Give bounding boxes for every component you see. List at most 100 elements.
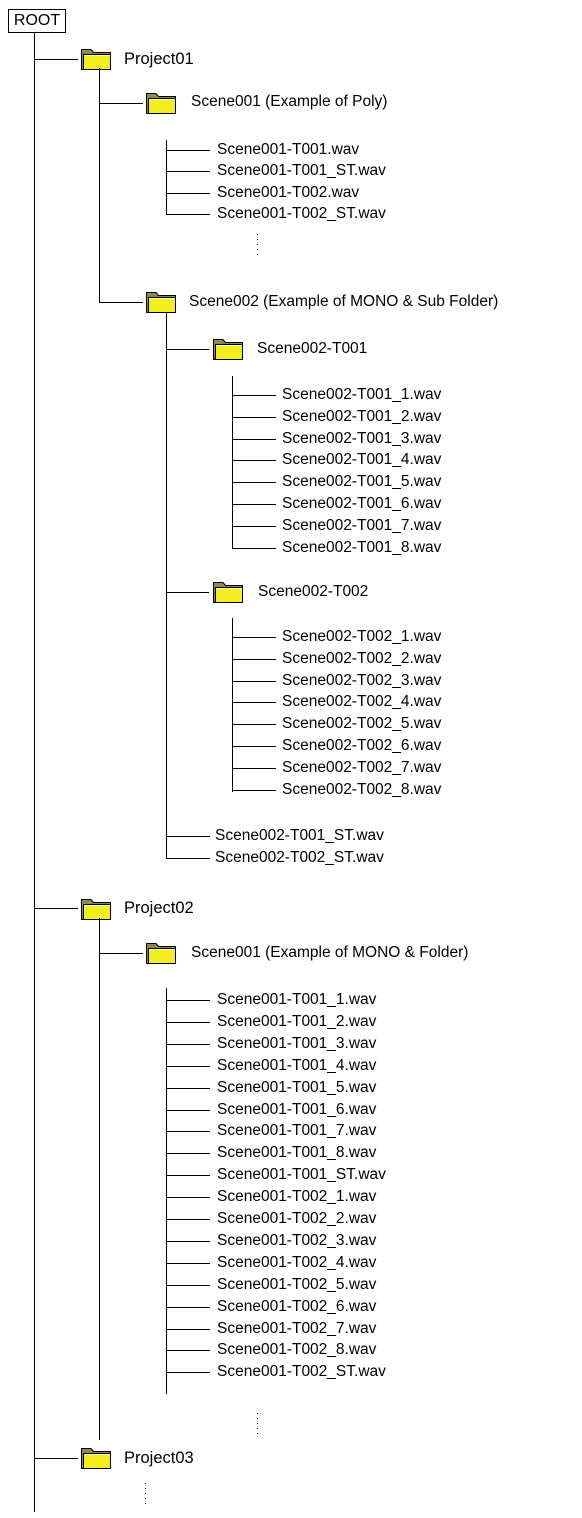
file-item: Scene001-T002_8.wav xyxy=(217,1341,377,1359)
tree-connector-horizontal xyxy=(166,1175,210,1177)
continuation-dots xyxy=(256,1413,259,1438)
tree-connector-horizontal xyxy=(232,504,276,505)
tree-connector-horizontal xyxy=(166,171,210,173)
file-item: Scene002-T002_7.wav xyxy=(282,758,442,776)
file-item: Scene001-T002.wav xyxy=(217,183,360,201)
tree-connector-horizontal xyxy=(166,1131,210,1133)
tree-connector-horizontal xyxy=(99,302,143,303)
file-item: Scene001-T001_1.wav xyxy=(217,991,377,1008)
tree-connector-horizontal xyxy=(232,724,276,726)
tree-connector-horizontal xyxy=(166,1065,210,1067)
folder-label-project02: Project02 xyxy=(124,899,194,917)
file-item: Scene001-T001_ST.wav xyxy=(217,162,386,180)
file-item: Scene001-T001_8.wav xyxy=(217,1144,377,1162)
tree-connector-vertical xyxy=(99,918,100,1440)
file-item: Scene002-T002_4.wav xyxy=(282,693,442,711)
tree-connector-horizontal xyxy=(232,416,276,418)
tree-connector-horizontal xyxy=(232,680,276,682)
folder-label-scene002-t002: Scene002-T002 xyxy=(258,583,369,600)
continuation-dots xyxy=(256,234,259,259)
file-item: Scene002-T002_5.wav xyxy=(282,715,442,733)
tree-connector-horizontal xyxy=(166,1153,210,1155)
file-item: Scene002-T001_6.wav xyxy=(282,495,442,512)
tree-connector-horizontal xyxy=(166,1350,210,1352)
root-trunk-line xyxy=(34,33,35,1512)
file-item: Scene001-T001_7.wav xyxy=(217,1122,377,1140)
folder-label-scene002-t001: Scene002-T001 xyxy=(257,340,368,357)
file-item: Scene001-T002_3.wav xyxy=(217,1231,377,1249)
tree-connector-horizontal xyxy=(166,1109,210,1111)
tree-connector-horizontal xyxy=(232,658,276,660)
file-item: Scene001-T001_5.wav xyxy=(217,1078,377,1096)
file-item: Scene002-T001_8.wav xyxy=(282,538,442,556)
tree-connector-horizontal xyxy=(232,525,276,527)
tree-connector-horizontal xyxy=(166,1328,210,1330)
tree-connector-horizontal xyxy=(166,1000,210,1001)
tree-connector-vertical xyxy=(166,140,167,214)
tree-connector-horizontal xyxy=(232,637,276,638)
tree-connector-horizontal xyxy=(99,103,143,104)
tree-connector-horizontal xyxy=(232,395,276,396)
tree-connector-horizontal xyxy=(166,213,210,215)
file-item: Scene002-T002_8.wav xyxy=(282,780,442,798)
tree-connector-horizontal xyxy=(166,1262,210,1264)
tree-connector-horizontal xyxy=(166,1197,210,1199)
file-item: Scene001-T001_6.wav xyxy=(217,1100,377,1118)
tree-connector-vertical xyxy=(166,988,167,1394)
folder-icon xyxy=(146,292,176,313)
file-item: Scene002-T001_1.wav xyxy=(282,386,442,403)
folder-icon xyxy=(146,93,176,114)
file-item: Scene002-T001_4.wav xyxy=(282,451,442,469)
tree-connector-vertical xyxy=(166,312,167,858)
tree-connector-horizontal xyxy=(166,1240,210,1242)
file-item: Scene002-T002_ST.wav xyxy=(215,848,384,866)
folder-label-project01: Project01 xyxy=(124,50,194,68)
file-item: Scene001-T002_4.wav xyxy=(217,1253,377,1271)
tree-connector-horizontal xyxy=(166,1219,210,1220)
file-item: Scene001-T002_2.wav xyxy=(217,1210,377,1227)
folder-label-project03: Project03 xyxy=(124,1449,194,1467)
file-item: Scene002-T002_2.wav xyxy=(282,649,442,667)
file-item: Scene002-T002_6.wav xyxy=(282,737,442,754)
file-item: Scene002-T001_2.wav xyxy=(282,407,442,425)
tree-connector-vertical xyxy=(232,618,233,792)
tree-connector-horizontal xyxy=(232,789,276,791)
tree-connector-horizontal xyxy=(99,953,143,954)
file-item: Scene001-T002_7.wav xyxy=(217,1319,377,1337)
file-item: Scene002-T001_5.wav xyxy=(282,473,442,491)
tree-connector-horizontal xyxy=(166,857,210,859)
tree-connector-horizontal xyxy=(232,547,276,549)
tree-connector-horizontal xyxy=(232,460,276,462)
folder-icon xyxy=(81,1448,111,1469)
file-item: Scene001-T001_4.wav xyxy=(217,1056,377,1074)
file-item: Scene001-T001_ST.wav xyxy=(217,1166,386,1184)
folder-label-scene001-poly: Scene001 (Example of Poly) xyxy=(191,93,388,110)
tree-connector-horizontal xyxy=(232,438,276,440)
tree-connector-horizontal xyxy=(166,192,210,194)
folder-icon xyxy=(146,943,176,964)
tree-connector-horizontal xyxy=(166,150,210,151)
tree-connector-vertical xyxy=(99,68,100,302)
file-item: Scene002-T001_7.wav xyxy=(282,516,442,534)
file-item: Scene002-T001_3.wav xyxy=(282,429,442,447)
tree-connector-horizontal xyxy=(166,1087,210,1089)
tree-connector-horizontal xyxy=(166,1372,210,1374)
continuation-dots xyxy=(144,1483,147,1508)
root-node: ROOT xyxy=(8,9,66,33)
folder-icon xyxy=(213,339,243,360)
file-item: Scene001-T002_5.wav xyxy=(217,1275,377,1293)
tree-connector-horizontal xyxy=(166,1306,210,1308)
tree-connector-horizontal xyxy=(34,908,78,909)
tree-connector-horizontal xyxy=(232,767,276,769)
file-item: Scene001-T002_ST.wav xyxy=(217,204,386,222)
tree-connector-horizontal xyxy=(166,836,210,837)
file-item: Scene001-T002_ST.wav xyxy=(217,1363,386,1381)
tree-connector-horizontal xyxy=(34,1458,78,1459)
file-item: Scene001-T001_3.wav xyxy=(217,1034,377,1052)
folder-icon xyxy=(213,582,243,603)
file-item: Scene002-T001_ST.wav xyxy=(215,827,384,844)
file-item: Scene001-T002_6.wav xyxy=(217,1297,377,1315)
tree-connector-horizontal xyxy=(166,1284,210,1286)
tree-connector-horizontal xyxy=(232,482,276,484)
